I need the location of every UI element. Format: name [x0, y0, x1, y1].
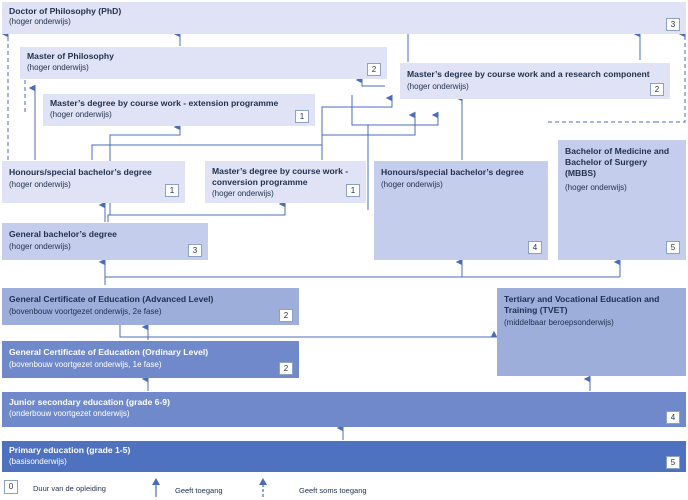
gce-ordinary-box: General Certificate of Education (Ordina… [2, 341, 299, 378]
tvet-subtitle: (middelbaar beroepsonderwijs) [504, 318, 614, 327]
tvet-title: Tertiary and Vocational Education and Tr… [504, 294, 660, 315]
junior-secondary-title: Junior secondary education (grade 6-9) [9, 397, 170, 407]
arrow-extension-to-research [351, 95, 430, 126]
masters-extension-title: Master’s degree by course work - extensi… [50, 98, 279, 108]
phd-subtitle: (hoger onderwijs) [9, 17, 71, 26]
mbbs-duration: 5 [666, 241, 680, 254]
honours-left-title: Honours/special bachelor’s degree [9, 167, 152, 177]
junior-secondary-box: Junior secondary education (grade 6-9) (… [2, 392, 686, 427]
honours-right-box: Honours/special bachelor’s degree (hoger… [374, 161, 548, 260]
mphil-subtitle: (hoger onderwijs) [27, 63, 89, 72]
legend-duration-label: Duur van de opleiding [33, 484, 106, 493]
masters-conversion-subtitle: (hoger onderwijs) [212, 189, 274, 198]
arrow-research-to-mphil [355, 76, 385, 87]
arrow-advanced-to-tvet [119, 325, 498, 338]
legend-duration-sample: 0 [4, 480, 18, 494]
tvet-box: Tertiary and Vocational Education and Tr… [497, 288, 686, 376]
masters-extension-box: Master’s degree by course work - extensi… [43, 94, 315, 126]
legend-duration-sample-value: 0 [8, 482, 14, 491]
primary-title: Primary education (grade 1-5) [9, 445, 131, 455]
junior-secondary-subtitle: (onderbouw voortgezet onderwijs) [9, 409, 130, 418]
arrow-honours-to-research [91, 94, 393, 160]
masters-conversion-box: Master’s degree by course work - convers… [205, 161, 366, 203]
phd-title: Doctor of Philosophy (PhD) [9, 6, 122, 16]
honours-right-subtitle: (hoger onderwijs) [381, 180, 443, 189]
mphil-box: Master of Philosophy (hoger onderwijs) 2 [20, 47, 387, 79]
general-bachelor-title: General bachelor’s degree [9, 229, 117, 239]
masters-conversion-title: Master’s degree by course work - convers… [212, 166, 349, 187]
honours-left-box: Honours/special bachelor’s degree (hoger… [2, 161, 185, 203]
gce-advanced-box: General Certificate of Education (Advanc… [2, 288, 299, 325]
honours-left-subtitle: (hoger onderwijs) [9, 180, 71, 189]
arrow-bachelor-to-conversion [107, 200, 286, 222]
legend-sometimes-arrow-icon [259, 478, 267, 497]
general-bachelor-duration: 3 [188, 244, 202, 257]
mphil-duration: 2 [367, 63, 381, 76]
gce-ordinary-title: General Certificate of Education (Ordina… [9, 347, 209, 357]
mbbs-subtitle: (hoger onderwijs) [565, 183, 627, 192]
honours-right-duration: 4 [528, 241, 542, 254]
legend-access-arrow-icon [152, 478, 160, 497]
phd-box: Doctor of Philosophy (PhD) (hoger onderw… [2, 2, 686, 34]
primary-box: Primary education (grade 1-5) (basisonde… [2, 441, 686, 472]
masters-extension-duration: 1 [295, 110, 309, 123]
legend-sometimes-label: Geeft soms toegang [299, 486, 367, 495]
phd-duration: 3 [666, 18, 680, 31]
legend-access-label: Geeft toegang [175, 486, 223, 495]
primary-subtitle: (basisonderwijs) [9, 457, 67, 466]
general-bachelor-subtitle: (hoger onderwijs) [9, 242, 71, 251]
gce-advanced-subtitle: (bovenbouw voortgezet onderwijs, 2e fase… [9, 307, 162, 316]
masters-conversion-duration: 1 [346, 184, 360, 197]
honours-left-duration: 1 [165, 184, 179, 197]
general-bachelor-box: General bachelor’s degree (hoger onderwi… [2, 223, 208, 260]
arrow-advanced-to-bachelors [104, 276, 620, 285]
junior-secondary-duration: 4 [666, 411, 680, 424]
dashed-right-to-phd [655, 30, 686, 123]
gce-ordinary-subtitle: (bovenbouw voortgezet onderwijs, 1e fase… [9, 360, 162, 369]
honours-right-title: Honours/special bachelor’s degree [381, 167, 524, 177]
masters-research-duration: 2 [650, 83, 664, 96]
mbbs-title: Bachelor of Medicine and Bachelor of Sur… [565, 146, 670, 178]
primary-duration: 5 [666, 456, 680, 469]
masters-extension-subtitle: (hoger onderwijs) [50, 110, 112, 119]
mbbs-box: Bachelor of Medicine and Bachelor of Sur… [558, 140, 686, 260]
gce-advanced-title: General Certificate of Education (Advanc… [9, 294, 214, 304]
masters-research-box: Master’s degree by course work and a res… [400, 63, 670, 99]
masters-research-title: Master’s degree by course work and a res… [407, 69, 650, 79]
gce-ordinary-duration: 2 [279, 362, 293, 375]
masters-research-subtitle: (hoger onderwijs) [407, 82, 469, 91]
gce-advanced-duration: 2 [279, 309, 293, 322]
mphil-title: Master of Philosophy [27, 51, 114, 61]
